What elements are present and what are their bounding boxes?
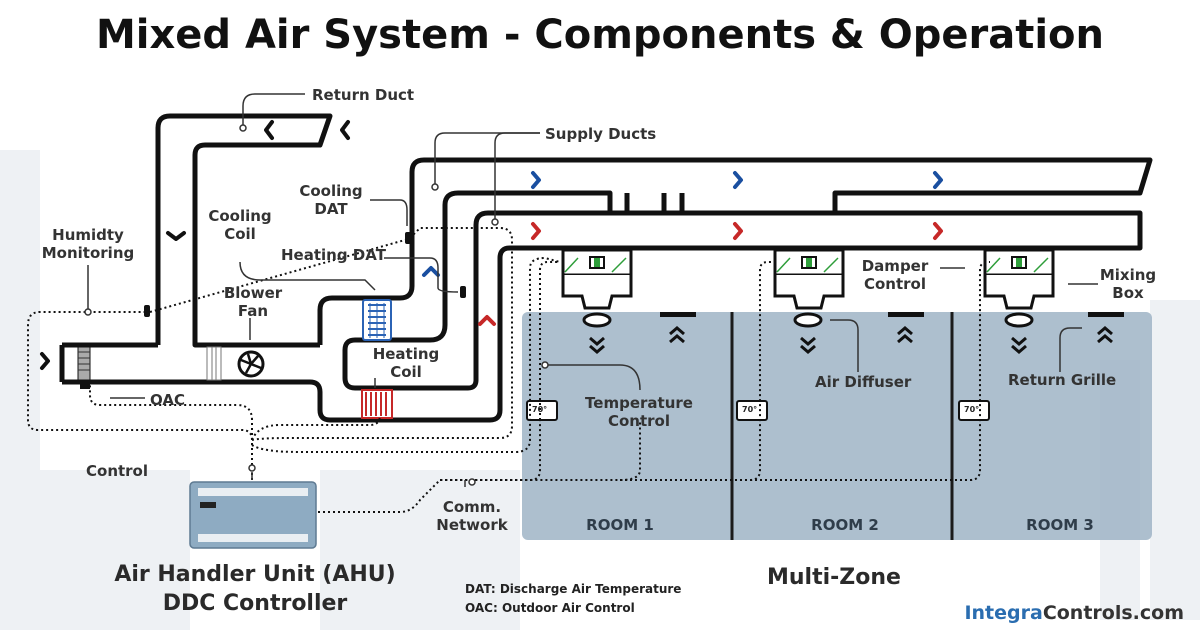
thermostat-room-3: 70° (964, 405, 980, 414)
multizone-caption: Multi-Zone (767, 565, 901, 590)
brand-logo: IntegraControls.com (964, 602, 1184, 624)
control-label: Control (86, 462, 149, 480)
air-diffuser-label: Air Diffuser (815, 373, 912, 391)
supply-ducts-label: Supply Ducts (545, 125, 657, 143)
ahu-body (59, 157, 1153, 423)
room-3-label: ROOM 3 (1026, 516, 1094, 534)
rooms-area (522, 312, 1152, 540)
intake-damper (77, 346, 222, 381)
legend-dat: DAT: Discharge Air Temperature (465, 582, 682, 596)
mixing-boxes (561, 248, 1124, 354)
blower-fan-icon (237, 350, 265, 378)
oac-label: OAC (150, 391, 185, 409)
mixing-box-2 (773, 248, 924, 354)
comm-network-label: Comm.Network (436, 498, 508, 534)
mixing-box-1 (561, 248, 696, 354)
thermostat-room-1: 70° (532, 405, 548, 414)
mixing-box-3 (983, 248, 1124, 354)
page-title: Mixed Air System - Components & Operatio… (95, 12, 1105, 58)
room-2-label: ROOM 2 (811, 516, 879, 534)
control-wiring (27, 227, 990, 513)
return-duct-label: Return Duct (312, 86, 415, 104)
return-grille-label: Return Grille (1008, 371, 1117, 389)
brand-part-1: Integra (964, 602, 1043, 624)
controller-caption: Air Handler Unit (AHU)DDC Controller (114, 562, 396, 616)
ddc-controller (189, 481, 317, 549)
heating-coil-icon (361, 389, 393, 419)
legend-oac: OAC: Outdoor Air Control (465, 601, 635, 615)
room-1-label: ROOM 1 (586, 516, 654, 534)
cooling-coil-icon (362, 299, 392, 341)
sensor-nodes (80, 232, 466, 389)
city-background (0, 150, 1200, 630)
pointer-lines (87, 93, 1098, 487)
brand-part-2: Controls.com (1042, 602, 1184, 624)
pointer-dots (84, 124, 549, 486)
airflow-arrows (40, 120, 943, 370)
heating-dat-label: Heating DAT (281, 246, 386, 264)
thermostat-room-2: 70° (742, 405, 758, 414)
return-duct (155, 113, 333, 345)
